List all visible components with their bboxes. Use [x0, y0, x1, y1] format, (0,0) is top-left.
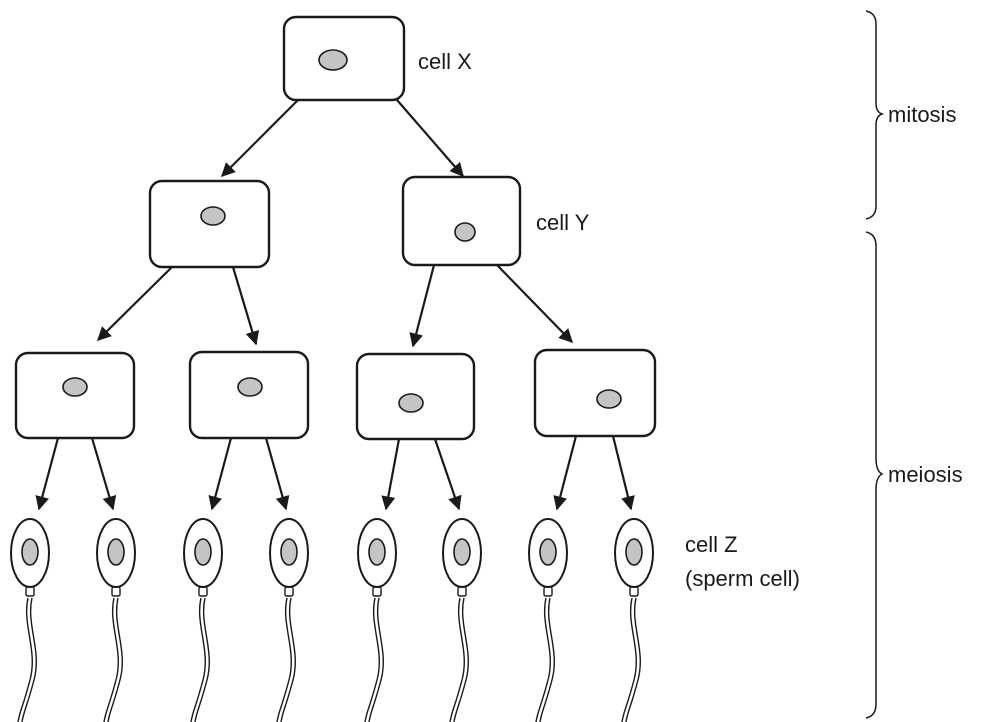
mitosis-brace — [865, 10, 885, 220]
mitosis-label: mitosis — [888, 102, 956, 127]
sperm-cell — [614, 518, 654, 722]
sperm-cell — [442, 518, 482, 722]
cell-y-label: cell Y — [536, 210, 590, 235]
arrow — [381, 438, 401, 511]
level3-cell-1 — [14, 351, 136, 440]
sperm-nucleus — [280, 538, 298, 566]
sperm-nucleus — [107, 538, 125, 566]
sperm-nucleus — [453, 538, 471, 566]
arrow — [97, 266, 173, 341]
cell-x — [282, 15, 406, 102]
meiosis-brace — [865, 231, 884, 719]
cell-x-label: cell X — [418, 49, 472, 74]
sperm-cell — [528, 518, 568, 722]
level3-cell-2 — [188, 350, 310, 440]
meiosis-label: meiosis — [888, 462, 963, 487]
sperm-arrows — [35, 435, 635, 511]
sperm-cell — [269, 518, 309, 722]
cell-z-sublabel: (sperm cell) — [685, 566, 800, 591]
sperm-nucleus — [625, 538, 643, 566]
arrow — [208, 437, 233, 511]
arrow — [264, 437, 290, 511]
level3-cell-3 — [355, 352, 476, 441]
arrow — [221, 99, 299, 177]
sperm-nucleus — [368, 538, 386, 566]
arrow — [409, 264, 436, 348]
arrow — [231, 266, 260, 346]
arrow — [396, 99, 464, 178]
arrow — [433, 438, 462, 511]
arrow — [496, 264, 573, 344]
sperm-nucleus — [21, 538, 39, 566]
arrow — [90, 437, 117, 511]
cell-z-label: cell Z — [685, 532, 738, 557]
sperm-cell — [10, 518, 50, 722]
arrow — [553, 435, 578, 511]
sperm-nucleus — [194, 538, 212, 566]
sperm-cell — [183, 518, 223, 722]
arrow — [35, 437, 60, 511]
level3-cell-4 — [533, 348, 657, 438]
sperm-nucleus — [539, 538, 557, 566]
arrow — [611, 435, 635, 511]
sperm-cell — [96, 518, 136, 722]
sperm-cell — [357, 518, 397, 722]
daughter-cell-left — [148, 179, 271, 269]
sperm-cells — [10, 518, 654, 722]
cell-y — [401, 175, 522, 267]
